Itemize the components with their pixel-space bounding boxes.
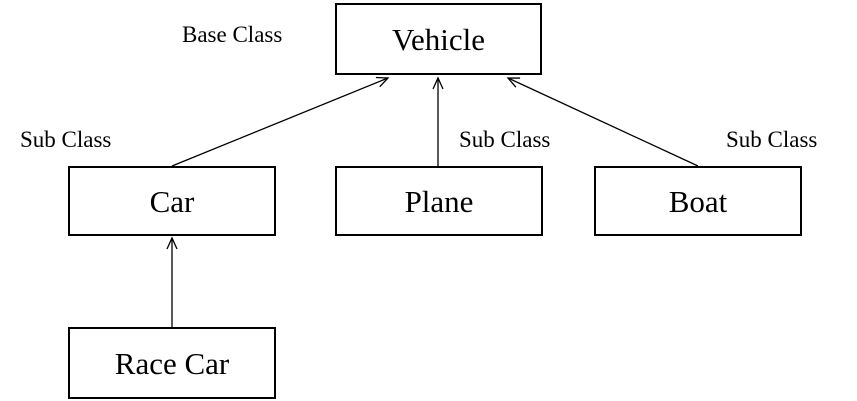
race-car-node: Race Car — [68, 327, 276, 399]
arrow-boat-to-vehicle — [506, 77, 699, 167]
sub-class-label-car: Sub Class — [20, 127, 112, 152]
car-node-label: Car — [149, 183, 195, 219]
base-class-label: Base Class — [182, 22, 283, 47]
plane-node-label: Plane — [404, 183, 474, 219]
car-node: Car — [68, 166, 276, 236]
sub-class-label-plane: Sub Class — [459, 127, 551, 152]
vehicle-node-label: Vehicle — [392, 21, 485, 57]
boat-node: Boat — [594, 166, 802, 236]
plane-node: Plane — [335, 166, 543, 236]
boat-node-label: Boat — [668, 183, 728, 219]
race-car-node-label: Race Car — [114, 345, 230, 381]
sub-class-label-boat: Sub Class — [726, 127, 818, 152]
arrow-car-to-vehicle — [171, 76, 390, 167]
vehicle-node: Vehicle — [335, 3, 542, 75]
